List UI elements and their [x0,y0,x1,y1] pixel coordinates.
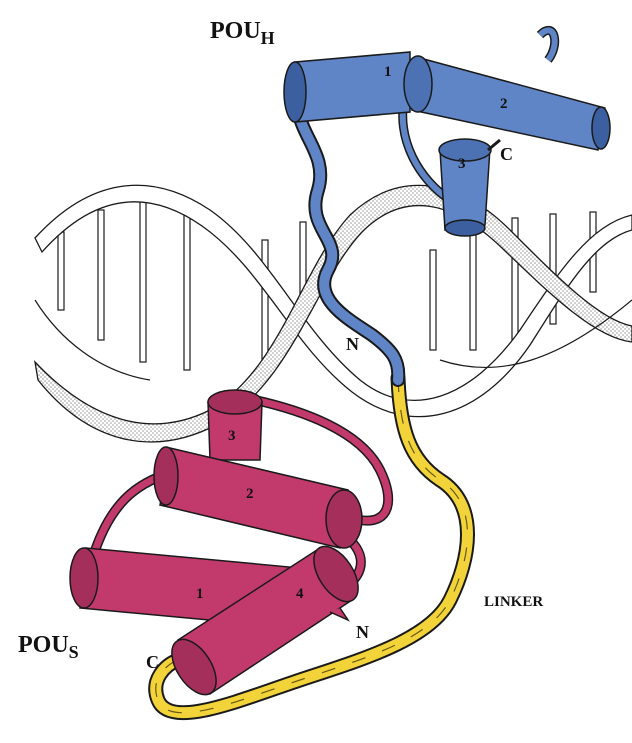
linker-label: LINKER [484,594,543,610]
pou-h-domain [284,30,610,380]
pou-s-c-terminus-label: C [146,652,159,672]
pou-s-helix-2 [154,447,362,548]
pou-h-helix-3 [439,139,491,236]
pou-h-helix-1 [284,52,410,122]
pou-s-helix-3 [208,390,262,460]
pou-s-helix-2-number: 2 [246,486,254,502]
pou-s-label: POUS [18,632,79,662]
pou-h-c-tail [488,140,500,150]
pou-h-c-terminus-label: C [500,144,513,164]
pou-h-helix-3-number: 3 [458,156,466,172]
pou-h-helix-1-number: 1 [384,64,392,80]
pou-h-n-terminus-label: N [346,334,359,354]
pou-s-helix-3-number: 3 [228,428,236,444]
dna-strand-edge [35,300,150,380]
pou-s-n-terminus-label: N [356,622,369,642]
pou-s-helix-1-number: 1 [196,586,204,602]
pou-h-helix-2-number: 2 [500,96,508,112]
pou-s-helix-4-number: 4 [296,586,304,602]
pou-h-label: POUH [210,18,275,48]
